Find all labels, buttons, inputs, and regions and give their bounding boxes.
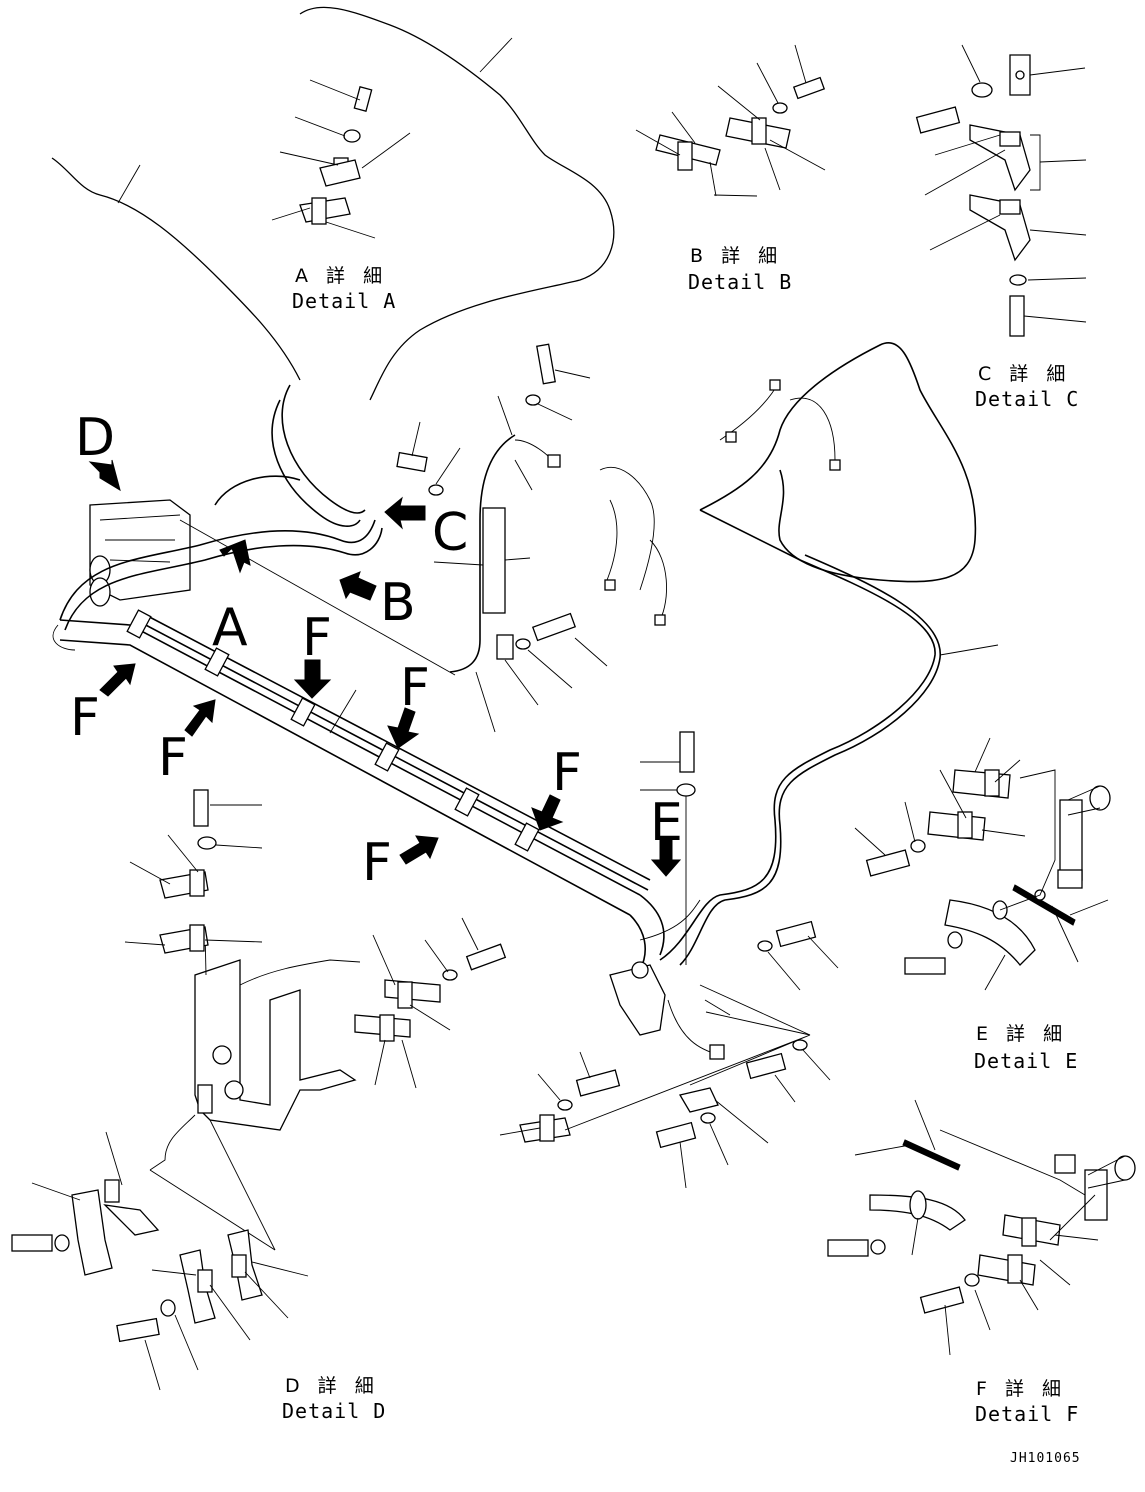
detail-e-title-jp: E 詳 細 bbox=[976, 1023, 1068, 1045]
drawing-number: JH101065 bbox=[1010, 1451, 1081, 1466]
main-harness-lower bbox=[59, 639, 631, 916]
bolt-b bbox=[792, 76, 826, 100]
detail-f-title-jp: F 詳 細 bbox=[976, 1378, 1067, 1400]
lower-center-parts bbox=[124, 731, 839, 1189]
right-harness bbox=[699, 342, 977, 583]
callout-f-6: F bbox=[552, 743, 582, 803]
detail-f-title-en: Detail F bbox=[975, 1402, 1079, 1426]
detail-e-title-en: Detail E bbox=[974, 1049, 1078, 1073]
arrow-f1 bbox=[99, 663, 136, 697]
washer-c1 bbox=[971, 82, 993, 98]
clamp-a2 bbox=[311, 197, 327, 225]
callout-f-1: F bbox=[70, 688, 100, 748]
arrow-f4 bbox=[387, 707, 420, 749]
callout-c: C bbox=[432, 503, 468, 563]
arrow-b bbox=[339, 571, 377, 601]
detail-b-group: B 詳 細 Detail B bbox=[635, 44, 826, 294]
callout-d: D bbox=[75, 408, 115, 468]
bolt-c bbox=[915, 106, 961, 134]
detail-a-group: A 詳 細 Detail A bbox=[51, 6, 615, 401]
detail-a-title-en: Detail A bbox=[292, 289, 396, 313]
arrow-f3 bbox=[293, 659, 332, 699]
arrow-c bbox=[384, 496, 426, 530]
arrow-e bbox=[650, 839, 682, 877]
clamp-b1 bbox=[677, 141, 693, 171]
callout-f-5: F bbox=[362, 833, 392, 893]
callout-a: A bbox=[212, 598, 248, 658]
callout-f-3: F bbox=[302, 608, 332, 668]
callout-letters: D A B C E F F F F F F bbox=[70, 408, 683, 893]
bracket-d-main bbox=[89, 499, 191, 601]
callout-f-4: F bbox=[400, 658, 430, 718]
arrow-f6 bbox=[531, 794, 564, 831]
detail-c-title-en: Detail C bbox=[975, 387, 1079, 411]
detail-d-title-en: Detail D bbox=[282, 1399, 386, 1423]
detail-d-title-jp: D 詳 細 bbox=[285, 1375, 380, 1397]
cover-center bbox=[482, 507, 506, 614]
detail-d-group: D 詳 細 Detail D bbox=[11, 1131, 386, 1423]
detail-c-title-jp: C 詳 細 bbox=[978, 363, 1071, 385]
bolt-a bbox=[353, 86, 373, 112]
washer-b bbox=[772, 102, 788, 114]
detail-c-group: C 詳 細 Detail C bbox=[915, 44, 1087, 411]
callout-e: E bbox=[650, 793, 683, 853]
frame-lower bbox=[194, 959, 357, 1131]
arrow-f2 bbox=[184, 699, 216, 737]
arrow-f5 bbox=[399, 835, 439, 865]
bolt-d2 bbox=[116, 1317, 160, 1343]
bolt-d1 bbox=[11, 1234, 53, 1252]
long-cable-right bbox=[659, 509, 936, 961]
clamp-b2 bbox=[751, 117, 767, 145]
detail-f-group: F 詳 細 Detail F bbox=[827, 1099, 1136, 1426]
main-assembly bbox=[52, 342, 999, 1251]
washer-c2 bbox=[1009, 274, 1027, 286]
detail-b-title-jp: B 詳 細 bbox=[690, 245, 783, 267]
detail-e-group: E 詳 細 Detail E bbox=[854, 737, 1111, 1073]
bolt-c2 bbox=[1009, 295, 1025, 337]
bracket-e-main bbox=[609, 964, 666, 1036]
callout-b: B bbox=[380, 573, 416, 633]
callout-f-2: F bbox=[158, 728, 188, 788]
wire-long-loop bbox=[299, 6, 615, 401]
callout-arrows bbox=[88, 459, 682, 877]
detail-b-title-en: Detail B bbox=[688, 270, 792, 294]
detail-a-title-jp: A 詳 細 bbox=[295, 265, 388, 287]
arrow-a bbox=[219, 539, 251, 574]
washer-a bbox=[343, 129, 361, 143]
arrow-d bbox=[88, 459, 121, 492]
